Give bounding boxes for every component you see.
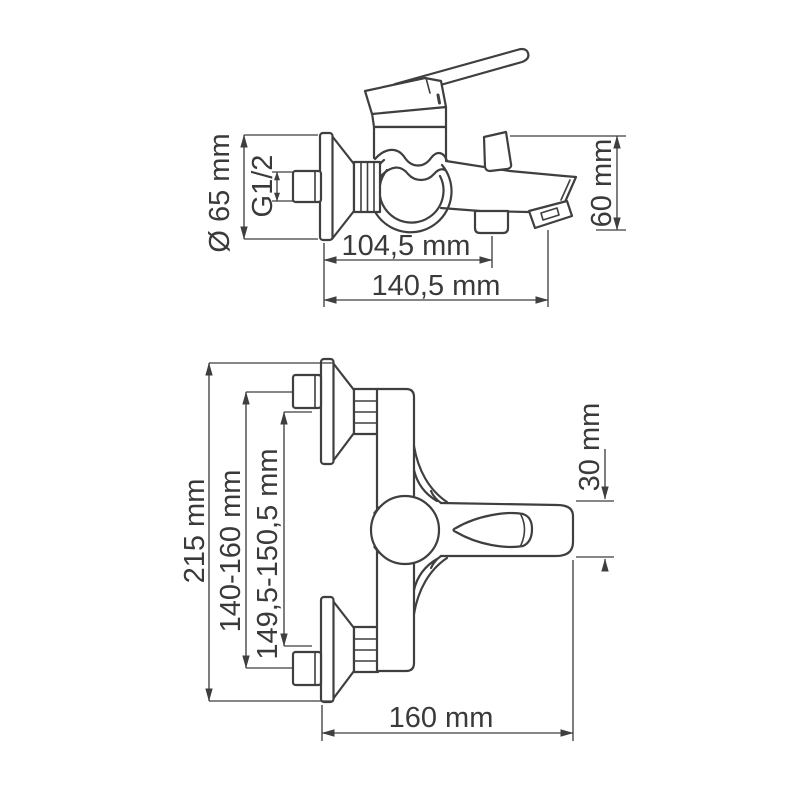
flange-plate [319,595,335,704]
shower-outlet [473,209,510,235]
union-nut-ribs [353,400,379,424]
flange-cone [331,361,356,463]
side-view-dimensions: Ø 65 mm G1/2 104,5 mm 140,5 mm 60 mm [204,133,626,307]
handle-flare-top [429,489,443,505]
plan-view [291,357,575,704]
dimension-handle-30: 30 mm [574,403,614,572]
shoulder-curve-top-inner [412,468,439,503]
dimension-label-centers-149-5: 149,5-150,5 mm [252,448,284,659]
spout-tip-inner-line [560,179,571,201]
body-joint-wave-2 [378,166,451,182]
flange-cone [331,599,356,701]
dimension-centers-149-5: 149,5-150,5 mm [252,411,312,660]
shoulder-curve-bottom-outer [412,556,449,616]
flange-plate [319,357,335,466]
plan-view-dimensions: 215 mm 140-160 mm 149,5-150,5 mm 30 mm 1… [179,362,614,741]
handle-dome-cap [369,494,441,566]
dome-tick-lower [373,546,380,554]
dimension-length-160: 160 mm [321,560,574,741]
dimension-overall-215: 215 mm [179,362,333,702]
dimension-label-depth-104-5: 104,5 mm [342,230,471,262]
plan-wall-flange-top [291,357,380,466]
side-body [372,125,451,182]
handle-recess-inner-line [520,514,526,546]
aerator-block [527,199,574,230]
aerator-inner-rect [540,207,560,221]
dimension-label-centers-140-160: 140-160 mm [215,470,247,633]
thread-connector [291,373,323,410]
dimension-depth-140-5: 140,5 mm [323,230,549,307]
side-spout [439,130,578,235]
dimension-label-flange-diameter: Ø 65 mm [204,133,236,252]
thread-connector [291,169,323,204]
side-wall-flange [291,131,382,242]
dimension-label-depth-140-5: 140,5 mm [372,270,501,302]
handle-tick-mark [436,93,441,105]
dimension-centers-140-160: 140-160 mm [215,391,292,669]
plan-body [369,387,575,673]
plan-wall-flange-bottom [291,595,380,704]
dimension-label-length-160: 160 mm [389,702,494,734]
side-view [291,47,578,242]
union-nut-ribs [353,638,379,662]
dimension-label-handle-30: 30 mm [574,403,606,492]
diverter-knob [482,130,513,173]
shoulder-curve-top-outer [412,444,449,504]
handle-flare-bottom [429,554,443,570]
handle-grip-recess [452,511,534,549]
handle-notch-line [425,77,431,94]
body-joint-wave-1 [373,148,449,167]
thread-connector [291,650,323,687]
dimension-label-overall-215: 215 mm [179,479,211,584]
dimension-flange-diameter: Ø 65 mm [204,133,318,253]
body-block [372,125,448,162]
dome-tick-upper [373,506,380,514]
flange-cone [330,134,356,241]
side-handle [363,47,530,129]
dimension-thread-size: G1/2 [247,155,294,218]
handle-base-wedge [363,76,448,116]
dimension-label-height-60: 60 mm [586,139,618,228]
dimension-spout-height-60: 60 mm [510,135,626,231]
union-nut-ribs [360,162,375,212]
dimension-depth-104-5: 104,5 mm [323,230,493,307]
dimension-label-thread: G1/2 [247,155,279,218]
